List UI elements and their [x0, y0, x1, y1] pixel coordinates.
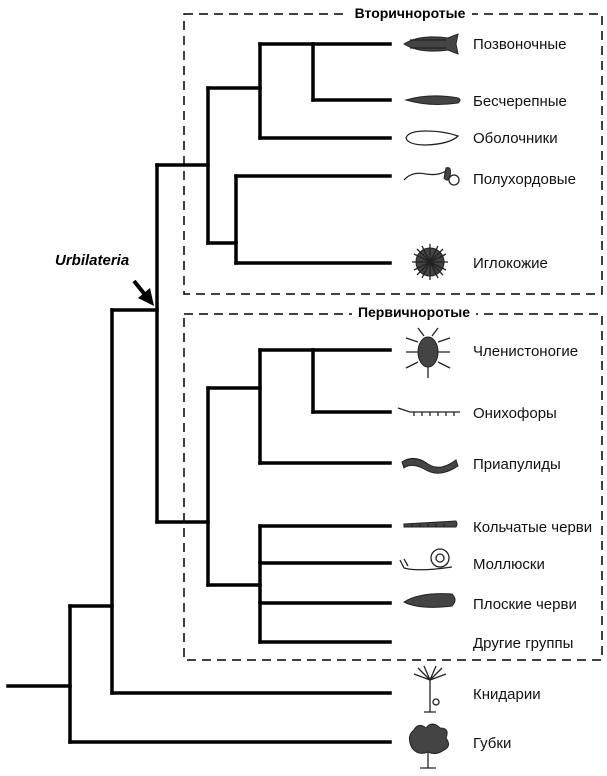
velvet-worm-icon [397, 407, 460, 416]
taxon-label-onychophorans: Онихофоры [473, 405, 557, 422]
taxon-label-cnidarians: Книдарии [473, 686, 541, 703]
taxon-label-tunicates: Оболочники [473, 130, 558, 147]
flatworm-icon [402, 593, 456, 608]
priapulid-icon [401, 458, 459, 474]
deuterostomes-title: Вторичноротые [355, 5, 466, 21]
taxon-label-vertebrates: Позвоночные [473, 36, 567, 53]
hydra-icon [413, 665, 447, 713]
tree-branches [6, 42, 392, 744]
snail-icon [399, 548, 453, 571]
sea-urchin-icon [412, 244, 448, 280]
taxon-label-flatworms: Плоские черви [473, 596, 577, 613]
urbilateria-label: Urbilateria [55, 252, 129, 269]
tunicate-icon [405, 130, 460, 146]
insect-icon [405, 327, 451, 378]
urbilateria-arrow-icon [132, 279, 154, 306]
protostomes-box [183, 313, 603, 661]
lancelet-icon [404, 95, 461, 105]
taxon-label-echinoderms: Иглокожие [473, 255, 548, 272]
taxon-label-arthropods: Членистоногие [473, 343, 578, 360]
taxon-label-hemichordates: Полухордовые [473, 171, 576, 188]
taxon-label-molluscs: Моллюски [473, 556, 545, 573]
taxon-label-sponges: Губки [473, 735, 511, 752]
taxon-label-cephalochordates: Бесчерепные [473, 93, 567, 110]
fish-icon [403, 33, 459, 55]
acorn-worm-icon [403, 167, 460, 186]
deuterostomes-box [183, 13, 603, 295]
protostomes-title: Первичноротые [358, 304, 470, 320]
annelid-icon [403, 520, 458, 528]
taxon-label-priapulids: Приапулиды [473, 456, 561, 473]
taxon-label-other-groups: Другие группы [473, 635, 573, 652]
sponge-icon [408, 723, 450, 769]
taxon-label-annelids: Кольчатые черви [473, 519, 592, 536]
